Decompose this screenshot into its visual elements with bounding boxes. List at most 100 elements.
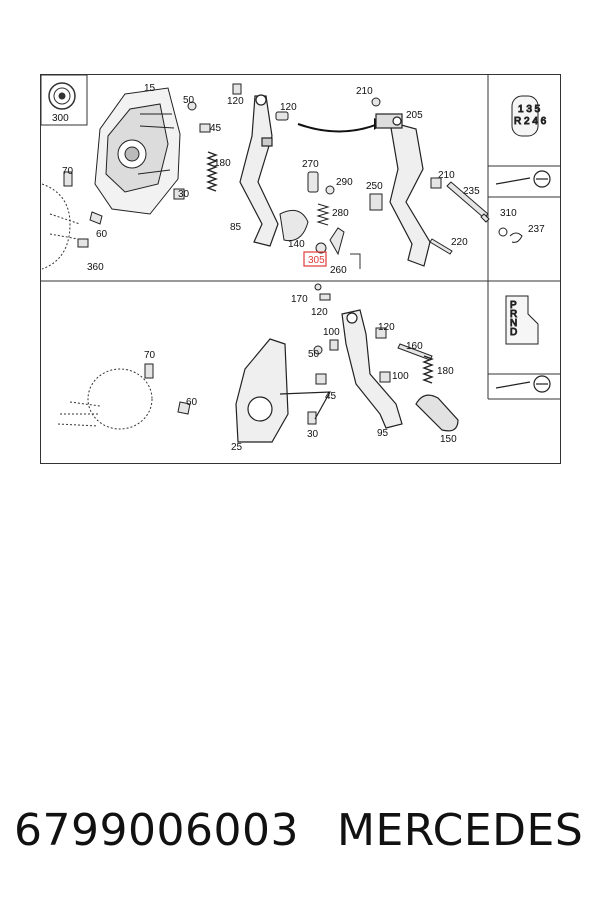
callout-25: 25 [231,442,243,453]
pedal-pad-150 [415,394,459,432]
bolt-60 [89,211,103,225]
callout-180b: 180 [437,366,454,377]
callout-50: 50 [183,95,195,106]
part-number: 6799006003 [14,805,299,856]
callout-310: 310 [500,208,517,219]
auto-pedal-symbol-icon [495,375,551,393]
callout-250: 250 [366,181,383,192]
bushing-120c [319,293,331,301]
bushing-120b [275,111,289,121]
callout-60: 60 [96,229,108,240]
callout-290: 290 [336,177,353,188]
nut-290 [325,185,335,195]
spring-clip-237 [509,232,523,243]
bushing-120d [375,327,387,339]
automatic-selector-inset: P R N D [505,295,539,345]
brake-booster-partial [41,183,81,270]
callout-120a: 120 [227,96,244,107]
selector-d: D [510,327,517,338]
washer-100a [329,339,339,351]
washer-50 [187,101,197,111]
pulley-icon [48,82,76,110]
manual-gearbox-inset: 1 3 5 R 2 4 6 [511,95,547,137]
spring-280 [316,203,330,226]
callout-120b: 120 [280,102,297,113]
selector-p: P [510,300,517,311]
clip-70 [63,171,73,187]
nut-45 [199,123,211,133]
callout-180: 180 [214,158,231,169]
clutch-pedal-85 [239,94,279,247]
shift-row-1: 1 3 5 [518,104,541,115]
callout-235: 235 [463,186,480,197]
callout-120c: 120 [311,307,328,318]
part-250 [369,193,383,211]
stop-260 [329,227,345,256]
callout-120d: 120 [378,322,395,333]
callout-300: 300 [52,113,69,124]
callout-45b: 45 [325,391,337,402]
callout-50b: 50 [308,349,320,360]
selector-r: R [510,309,517,320]
brand-name: MERCEDES [337,805,584,856]
callout-210b: 210 [438,170,455,181]
callout-260: 260 [330,265,347,276]
screw-170 [314,283,322,291]
brake-pedal-205 [375,113,431,267]
callout-30: 30 [178,189,190,200]
washer-310 [498,227,508,237]
transition-arrow [297,123,379,133]
washer-210 [371,97,381,107]
callout-170: 170 [291,294,308,305]
bushing-120 [232,83,242,95]
spring-180b [422,355,434,384]
shift-row-2: R 2 4 6 [514,116,547,127]
callout-150: 150 [440,434,457,445]
parts-diagram: 1 3 5 R 2 4 6 P [40,74,561,464]
selector-n: N [510,318,517,329]
callout-100b: 100 [392,371,409,382]
clip-30 [173,188,185,200]
callout-45: 45 [210,123,222,134]
callout-270: 270 [302,159,319,170]
manual-pedal-symbol-icon [495,170,551,188]
nut-45b [315,373,327,385]
callout-205: 205 [406,110,423,121]
spring-180 [206,151,218,192]
bushing-210b [430,177,442,189]
switch-270 [307,171,319,193]
callout-360: 360 [87,262,104,273]
callout-210a: 210 [356,86,373,97]
pin-220 [429,238,453,255]
callout-160: 160 [406,341,423,352]
washer-100b [379,371,391,383]
brake-booster-bottom [57,368,153,430]
callout-70b: 70 [144,350,156,361]
shaft-235 [446,181,489,219]
clip-305 [315,242,327,254]
sensor-360 [77,238,89,248]
pedal-bracket-housing [94,87,181,215]
pad-140 [279,209,309,242]
bolt-60b [177,401,191,415]
callout-95: 95 [377,428,389,439]
callout-140: 140 [288,239,305,250]
callout-220: 220 [451,237,468,248]
pedal-bracket-25 [235,338,332,443]
clip-70b [144,363,154,379]
callout-237: 237 [528,224,545,235]
washer-50b [313,345,323,355]
thread-235 [480,213,490,223]
callout-70: 70 [62,166,74,177]
callout-60b: 60 [186,397,198,408]
callout-30b: 30 [307,429,319,440]
callout-305: 305 [308,255,325,266]
callout-85: 85 [230,222,242,233]
caption: 6799006003 MERCEDES [0,795,600,865]
callout-100a: 100 [323,327,340,338]
brake-pedal-95 [341,309,403,429]
callout-15: 15 [144,83,156,94]
highlight-box-305 [303,251,327,267]
callout-280: 280 [332,208,349,219]
clip-30b [307,411,317,425]
